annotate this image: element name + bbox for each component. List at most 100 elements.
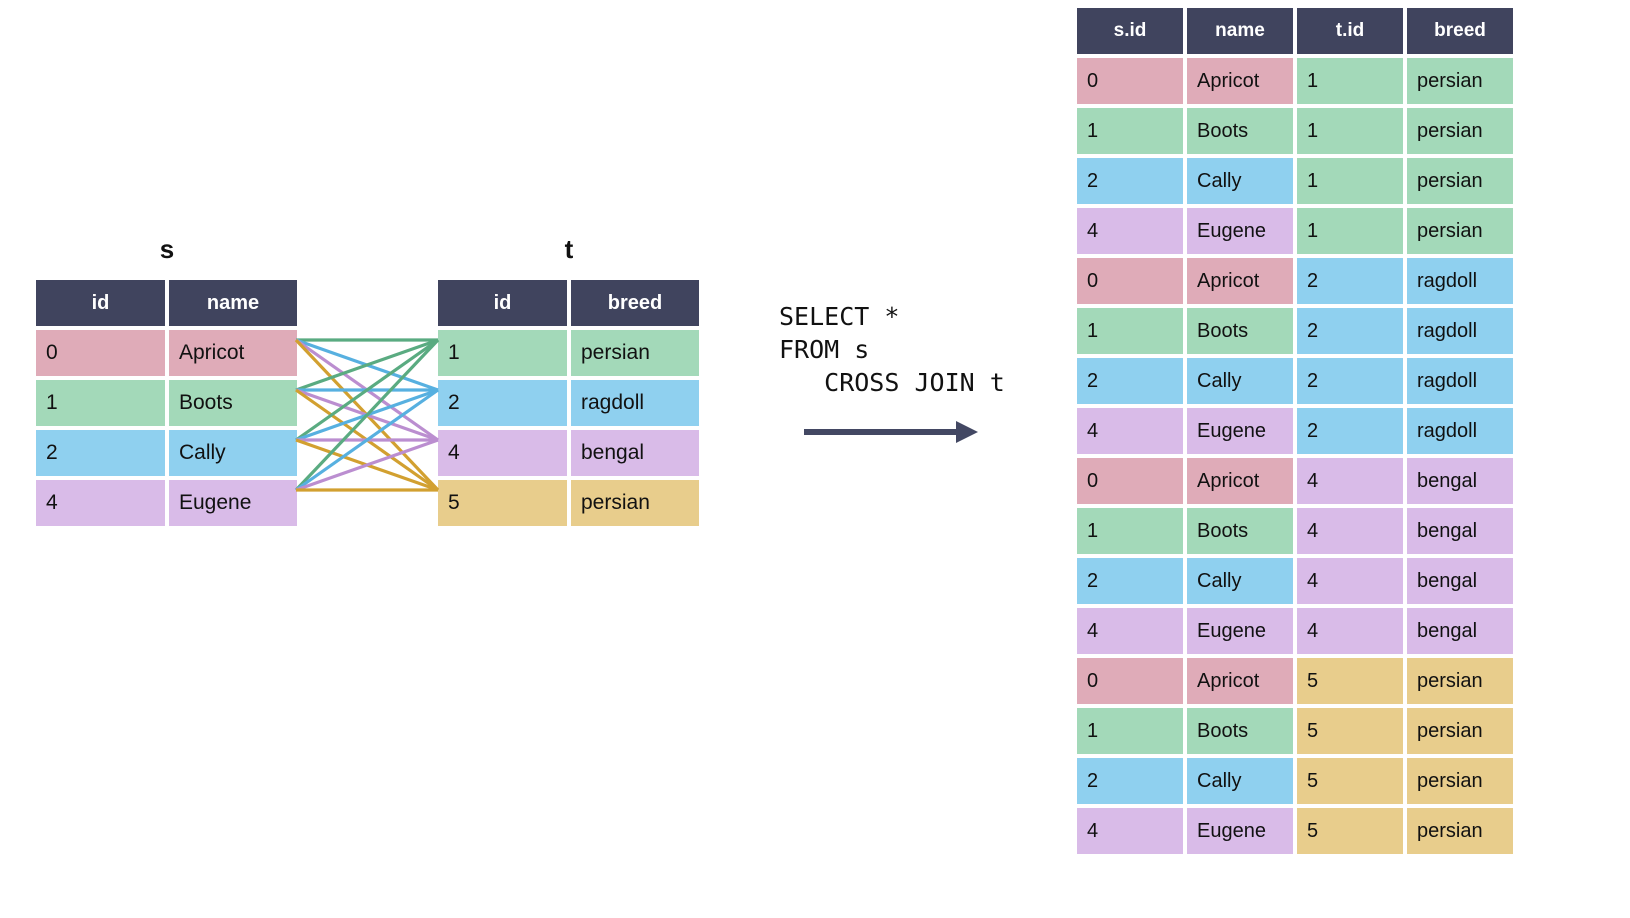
table-s-cell-name: Cally [167, 428, 299, 478]
result-cell-breed: persian [1405, 806, 1515, 856]
result-cell-t-id: 5 [1295, 706, 1405, 756]
table-s-cell-id: 0 [34, 328, 167, 378]
result-cell-breed: persian [1405, 156, 1515, 206]
result-cell-breed: persian [1405, 106, 1515, 156]
result-cell-breed: persian [1405, 656, 1515, 706]
result-cell-t-id: 4 [1295, 556, 1405, 606]
result-cell-name: Eugene [1185, 806, 1295, 856]
table-result-header-row: s.id name t.id breed [1075, 6, 1515, 56]
result-cell-t-id: 1 [1295, 56, 1405, 106]
table-t-cell-breed: bengal [569, 428, 701, 478]
result-cell-breed: bengal [1405, 456, 1515, 506]
result-cell-breed: persian [1405, 756, 1515, 806]
table-t-cell-id: 5 [436, 478, 569, 528]
flow-arrow-icon [804, 421, 978, 443]
result-cell-name: Apricot [1185, 56, 1295, 106]
result-cell-breed: ragdoll [1405, 256, 1515, 306]
result-cell-t-id: 5 [1295, 806, 1405, 856]
result-cell-s-id: 4 [1075, 206, 1185, 256]
result-cell-name: Boots [1185, 706, 1295, 756]
table-s-col-id: id [34, 278, 167, 328]
result-cell-name: Eugene [1185, 606, 1295, 656]
result-cell-s-id: 0 [1075, 456, 1185, 506]
result-cell-s-id: 2 [1075, 356, 1185, 406]
result-cell-t-id: 2 [1295, 356, 1405, 406]
table-t-header-row: id breed [436, 278, 701, 328]
result-cell-t-id: 4 [1295, 606, 1405, 656]
result-cell-name: Cally [1185, 156, 1295, 206]
result-col-t-id: t.id [1295, 6, 1405, 56]
result-cell-t-id: 1 [1295, 156, 1405, 206]
table-t-title: t [564, 234, 574, 264]
join-line [295, 338, 439, 392]
result-cell-name: Boots [1185, 506, 1295, 556]
result-cell-s-id: 1 [1075, 306, 1185, 356]
result-cell-s-id: 1 [1075, 506, 1185, 556]
result-cell-name: Cally [1185, 356, 1295, 406]
result-cell-s-id: 4 [1075, 806, 1185, 856]
join-line [295, 338, 439, 442]
table-t-cell-breed: ragdoll [569, 378, 701, 428]
table-t-cell-breed: persian [569, 478, 701, 528]
result-col-name: name [1185, 6, 1295, 56]
table-s-cell-id: 1 [34, 378, 167, 428]
result-cell-s-id: 2 [1075, 156, 1185, 206]
result-cell-name: Apricot [1185, 656, 1295, 706]
result-col-s-id: s.id [1075, 6, 1185, 56]
result-cell-t-id: 4 [1295, 456, 1405, 506]
result-cell-name: Apricot [1185, 456, 1295, 506]
table-t-col-breed: breed [569, 278, 701, 328]
result-cell-s-id: 1 [1075, 106, 1185, 156]
result-cell-t-id: 5 [1295, 656, 1405, 706]
result-cell-s-id: 0 [1075, 656, 1185, 706]
result-cell-name: Boots [1185, 106, 1295, 156]
result-cell-t-id: 1 [1295, 106, 1405, 156]
table-t-col-id: id [436, 278, 569, 328]
result-cell-breed: bengal [1405, 606, 1515, 656]
result-cell-s-id: 1 [1075, 706, 1185, 756]
result-cell-s-id: 2 [1075, 756, 1185, 806]
result-cell-t-id: 5 [1295, 756, 1405, 806]
result-cell-breed: bengal [1405, 506, 1515, 556]
result-cell-t-id: 2 [1295, 306, 1405, 356]
result-cell-s-id: 0 [1075, 56, 1185, 106]
result-cell-breed: ragdoll [1405, 406, 1515, 456]
table-t-cell-id: 4 [436, 428, 569, 478]
result-cell-t-id: 2 [1295, 256, 1405, 306]
table-s-cell-id: 4 [34, 478, 167, 528]
join-line [295, 388, 439, 492]
result-cell-name: Eugene [1185, 206, 1295, 256]
result-cell-name: Boots [1185, 306, 1295, 356]
result-cell-breed: persian [1405, 206, 1515, 256]
result-cell-s-id: 2 [1075, 556, 1185, 606]
result-cell-breed: persian [1405, 706, 1515, 756]
result-cell-s-id: 4 [1075, 606, 1185, 656]
result-cell-breed: bengal [1405, 556, 1515, 606]
result-cell-breed: ragdoll [1405, 306, 1515, 356]
